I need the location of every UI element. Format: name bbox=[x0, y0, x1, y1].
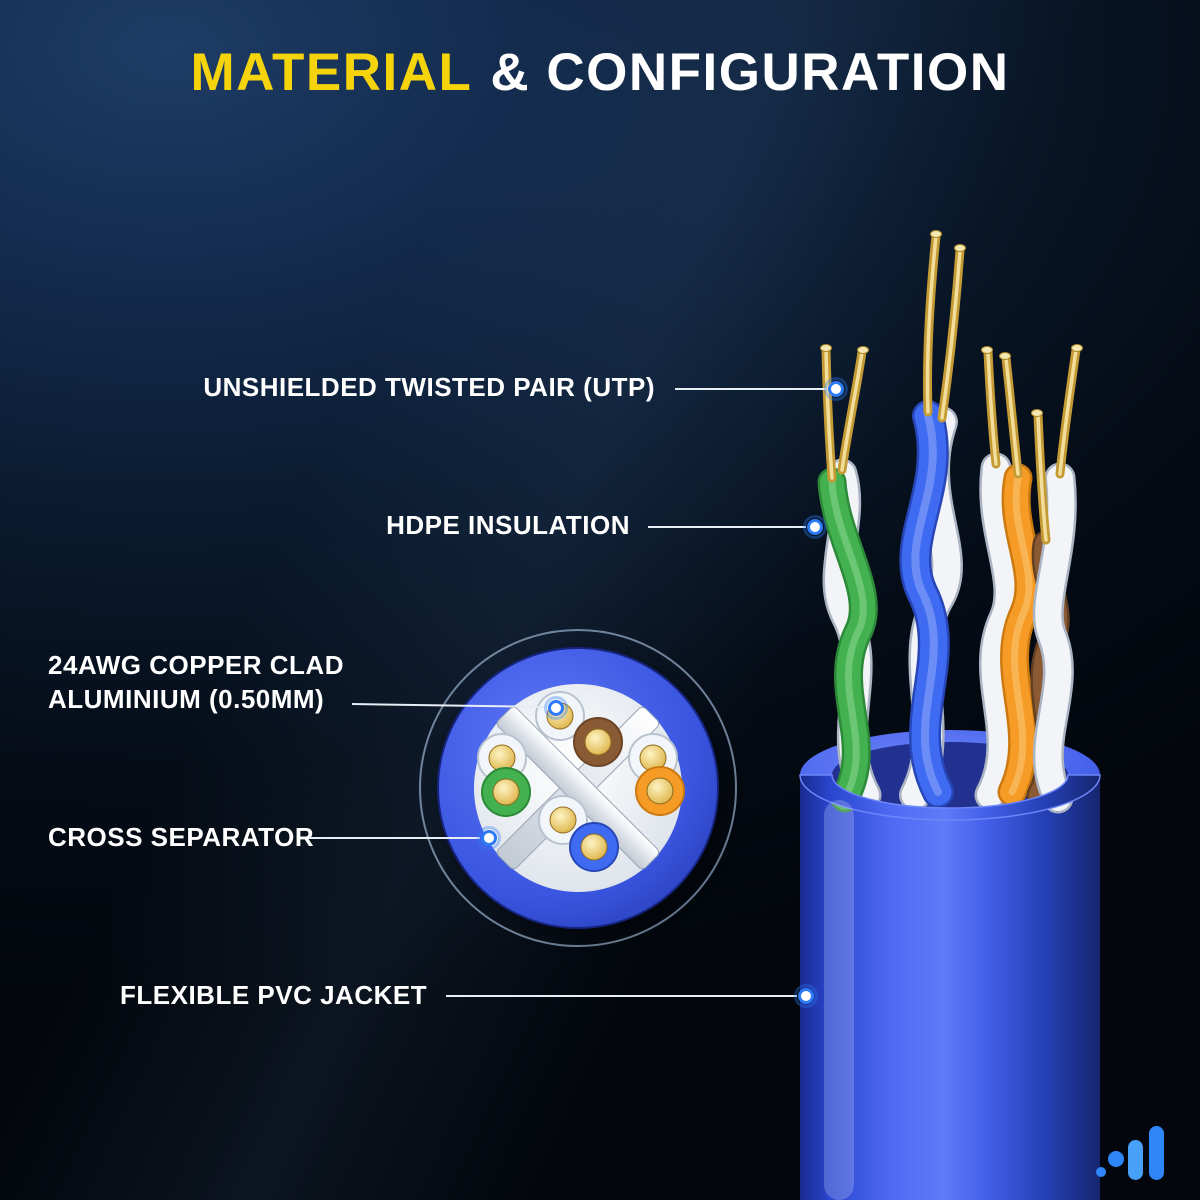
title-highlight: MATERIAL bbox=[190, 43, 473, 102]
conductors bbox=[477, 691, 685, 872]
conductor-green bbox=[481, 767, 531, 817]
label-cross-separator: CROSS SEPARATOR bbox=[48, 822, 315, 852]
title-rest: & CONFIGURATION bbox=[490, 43, 1010, 102]
cross-section bbox=[419, 629, 737, 947]
conductor-orange bbox=[635, 766, 685, 816]
leader-line-awg bbox=[351, 703, 548, 708]
page-title: MATERIAL & CONFIGURATION bbox=[0, 42, 1200, 103]
conductor-brown bbox=[573, 717, 623, 767]
callout-dot-jacket bbox=[794, 984, 818, 1008]
callout-dots bbox=[477, 377, 848, 1008]
cable bbox=[799, 230, 1101, 1200]
twisted-pair-green bbox=[817, 344, 882, 813]
twisted-pair-blue bbox=[899, 230, 966, 811]
callout-dot-hdpe bbox=[803, 515, 827, 539]
label-awg: 24AWG COPPER CLAD ALUMINIUM (0.50MM) bbox=[48, 650, 344, 715]
callout-circle bbox=[419, 629, 737, 947]
label-pvc-jacket: FLEXIBLE PVC JACKET bbox=[120, 980, 428, 1010]
twisted-pair-brown bbox=[1026, 344, 1083, 814]
brand-logo bbox=[1096, 1126, 1164, 1180]
conductor-white-top bbox=[535, 691, 585, 741]
callout-dot-utp bbox=[824, 377, 848, 401]
twisted-pair-orange bbox=[974, 346, 1044, 811]
callout-dot-separator bbox=[477, 826, 501, 850]
label-hdpe: HDPE INSULATION bbox=[386, 510, 630, 540]
conductor-blue bbox=[569, 822, 619, 872]
label-utp: UNSHIELDED TWISTED PAIR (UTP) bbox=[203, 372, 655, 402]
cable-highlight bbox=[824, 800, 854, 1200]
callouts bbox=[305, 388, 827, 997]
callout-dot-awg bbox=[544, 696, 568, 720]
cable-front-rim bbox=[799, 774, 1101, 821]
cable-body bbox=[800, 775, 1100, 1200]
